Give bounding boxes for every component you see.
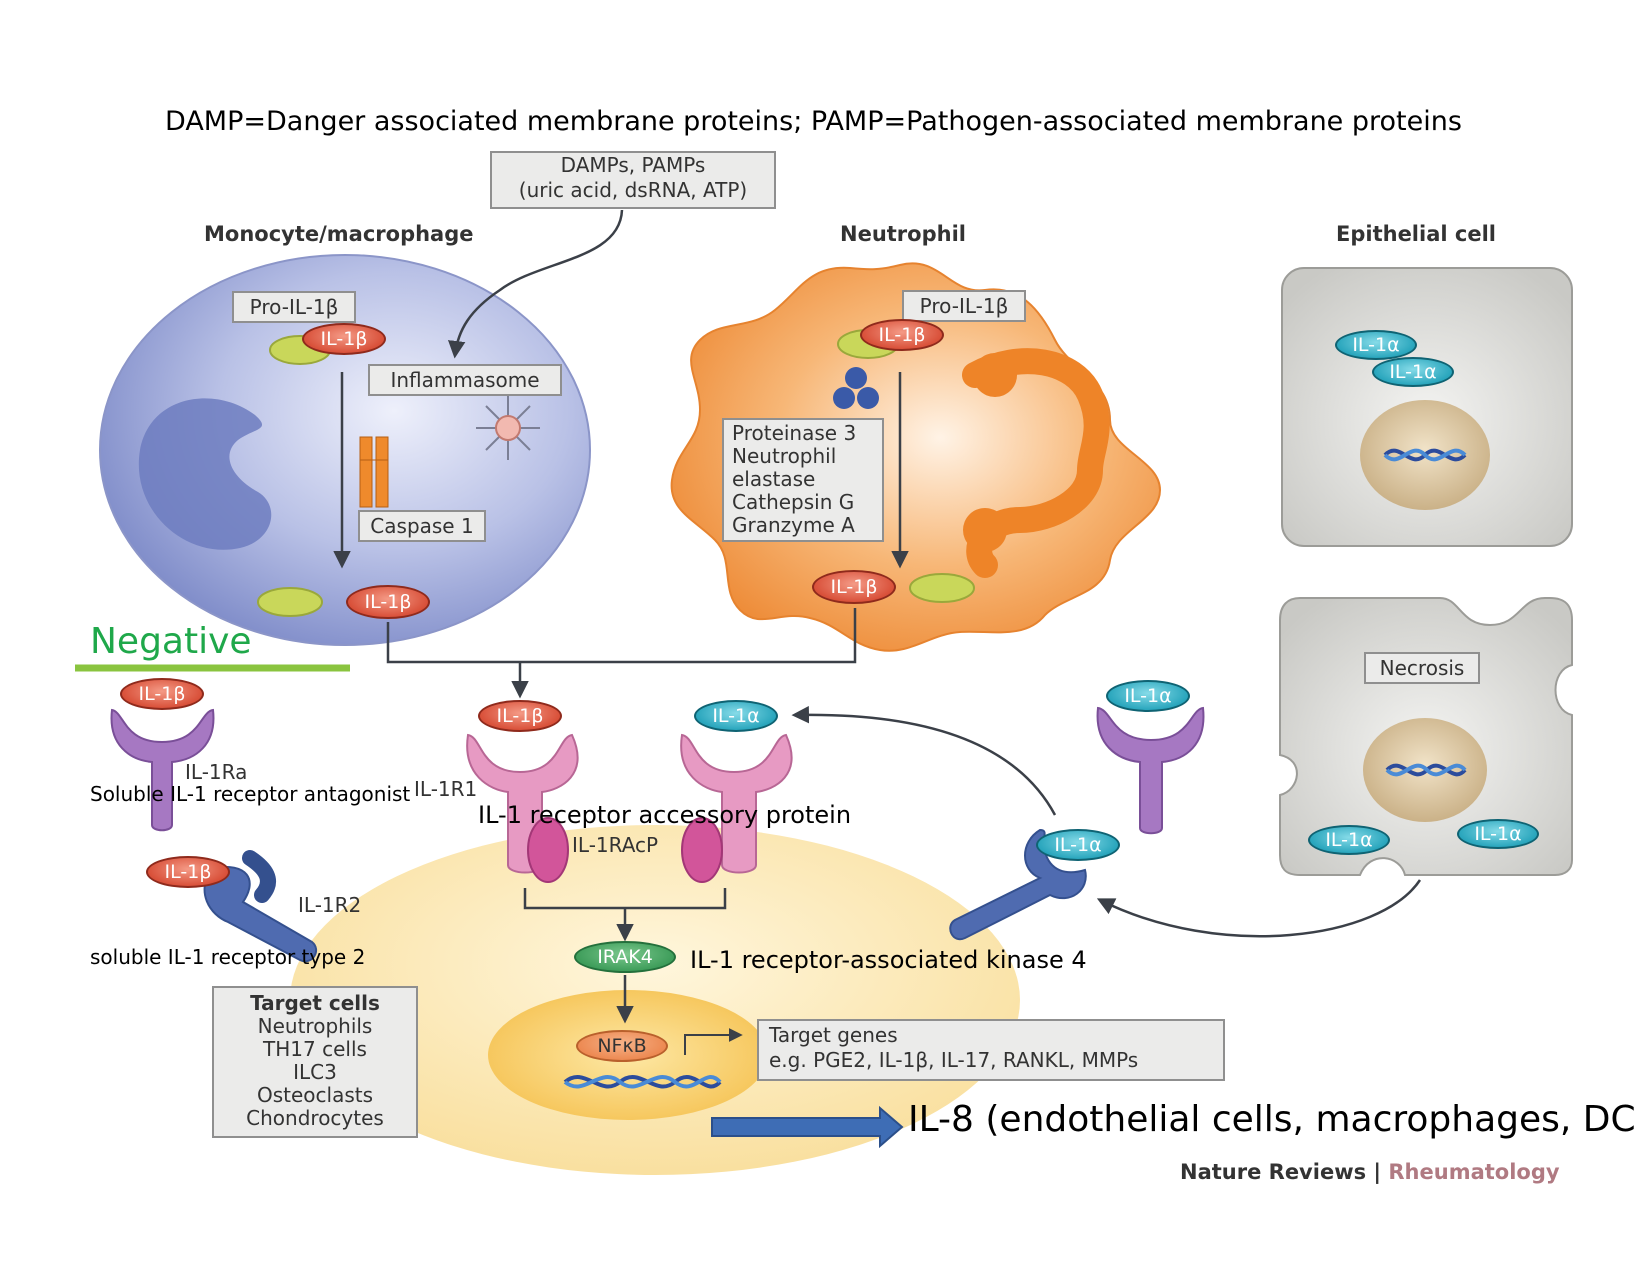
accessory-label: IL-1 receptor accessory protein bbox=[478, 801, 852, 829]
credit-section: Rheumatology bbox=[1388, 1160, 1560, 1184]
epithelial-title: Epithelial cell bbox=[1336, 222, 1496, 246]
monocyte-title: Monocyte/macrophage bbox=[204, 222, 474, 246]
target-cell-item: ILC3 bbox=[293, 1060, 337, 1084]
il1racp-label: IL-1RAcP bbox=[572, 833, 659, 857]
neut-il1b-bottom: IL-1β bbox=[812, 570, 896, 604]
credit-journal: Nature Reviews bbox=[1180, 1160, 1367, 1184]
il8-label: IL-8 (endothelial cells, macrophages, DC bbox=[908, 1099, 1636, 1140]
protease-item: Granzyme A bbox=[732, 513, 855, 537]
right-il1a-top: IL-1α bbox=[1106, 680, 1190, 712]
header-note: DAMP=Danger associated membrane proteins… bbox=[165, 106, 1462, 137]
damp-arrow bbox=[447, 209, 624, 359]
protease-list: Proteinase 3 Neutrophil elastase Catheps… bbox=[722, 418, 884, 542]
inflammasome-label: Inflammasome bbox=[368, 364, 562, 396]
target-cells-box: Target cells Neutrophils TH17 cells ILC3… bbox=[212, 986, 418, 1138]
il1r2-il1b: IL-1β bbox=[146, 856, 230, 888]
target-genes-box: Target genes e.g. PGE2, IL-1β, IL-17, RA… bbox=[757, 1019, 1225, 1081]
epi-il1a-2: IL-1α bbox=[1372, 357, 1454, 387]
il1r2-full: soluble IL-1 receptor type 2 bbox=[90, 945, 366, 969]
il1racp-receptor bbox=[527, 817, 723, 883]
il1ra-receptor-right bbox=[1096, 706, 1205, 835]
credit-separator: | bbox=[1373, 1160, 1382, 1184]
credit: Nature Reviews | Rheumatology bbox=[1180, 1160, 1560, 1184]
target-cell-item: Neutrophils bbox=[257, 1014, 373, 1038]
necrosis-il1a-2: IL-1α bbox=[1457, 819, 1539, 849]
target-cell-item: TH17 cells bbox=[263, 1037, 367, 1061]
target-genes-title: Target genes bbox=[769, 1023, 898, 1047]
il1r1-il1a: IL-1α bbox=[694, 700, 778, 732]
target-cells-title: Target cells bbox=[250, 991, 380, 1015]
damps-line2: (uric acid, dsRNA, ATP) bbox=[518, 178, 748, 202]
caspase-label: Caspase 1 bbox=[358, 510, 486, 542]
target-cell-item: Chondrocytes bbox=[246, 1106, 384, 1130]
neutrophil-title: Neutrophil bbox=[840, 222, 966, 246]
il1ra-receptor bbox=[110, 708, 215, 832]
irak4-badge: IRAK4 bbox=[574, 941, 676, 973]
negative-label: Negative bbox=[90, 621, 252, 662]
neut-pro-il1b: Pro-IL-1β bbox=[902, 290, 1026, 322]
il1r2-receptor bbox=[203, 850, 318, 963]
monocyte-cell bbox=[99, 254, 591, 646]
il1r1-label: IL-1R1 bbox=[414, 777, 478, 801]
irak4-full: IL-1 receptor-associated kinase 4 bbox=[690, 946, 1087, 974]
il8-arrow bbox=[711, 1105, 904, 1149]
mono-pro-il1b: Pro-IL-1β bbox=[232, 291, 356, 323]
protease-item: Neutrophil bbox=[732, 444, 837, 468]
necrosis-il1a-1: IL-1α bbox=[1308, 825, 1390, 855]
il1ra-full: Soluble IL-1 receptor antagonist bbox=[90, 782, 411, 806]
il1a-feedback-arrow bbox=[791, 705, 1057, 816]
target-cell-item: Osteoclasts bbox=[256, 1083, 374, 1107]
mono-il1b-bottom: IL-1β bbox=[346, 585, 430, 619]
granule-icon bbox=[833, 367, 879, 409]
protease-item: Proteinase 3 bbox=[732, 421, 857, 445]
il1r1-il1b: IL-1β bbox=[478, 700, 562, 732]
il1ra-label: IL-1Ra bbox=[185, 760, 248, 784]
protease-item: elastase bbox=[732, 467, 816, 491]
damps-line1: DAMPs, PAMPs bbox=[560, 153, 706, 177]
protease-item: Cathepsin G bbox=[732, 490, 855, 514]
necrotic-cell bbox=[1279, 597, 1573, 876]
right-il1a-receptor: IL-1α bbox=[1036, 829, 1120, 861]
il1ra-il1b: IL-1β bbox=[120, 678, 204, 710]
necrosis-arrow bbox=[1096, 879, 1422, 938]
damps-box: DAMPs, PAMPs (uric acid, dsRNA, ATP) bbox=[490, 151, 776, 209]
mono-il1b-top: IL-1β bbox=[302, 323, 386, 355]
il1r2-label: IL-1R2 bbox=[298, 893, 362, 917]
il1r1-receptor bbox=[466, 733, 793, 874]
epi-il1a-1: IL-1α bbox=[1335, 330, 1417, 360]
monocyte-nucleus bbox=[138, 398, 272, 550]
target-genes-list: e.g. PGE2, IL-1β, IL-17, RANKL, MMPs bbox=[769, 1048, 1139, 1072]
nfkb-badge: NFκB bbox=[576, 1030, 668, 1062]
epithelial-cell bbox=[1281, 267, 1573, 547]
neut-il1b-top: IL-1β bbox=[860, 319, 944, 351]
connector-lines bbox=[386, 608, 857, 664]
inflammasome-icon bbox=[476, 396, 540, 460]
necrosis-label: Necrosis bbox=[1364, 652, 1480, 684]
caspase-icon bbox=[359, 436, 389, 508]
